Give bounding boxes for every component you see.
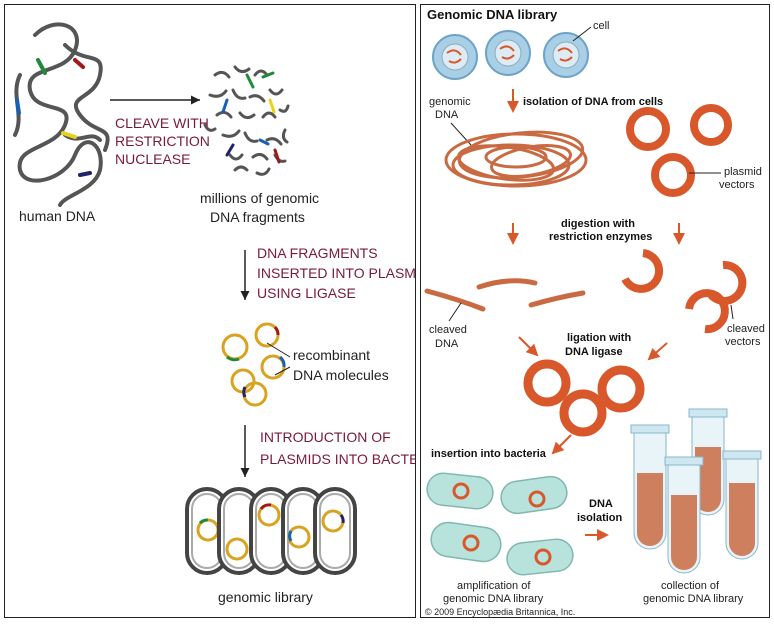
recombinant-line2: DNA molecules (293, 367, 389, 383)
digestion-line1: digestion with (561, 218, 635, 230)
human-dna-strand (13, 22, 110, 207)
plasmid-line1: plasmid (724, 166, 762, 178)
cleaved-vectors-pointer (730, 304, 734, 320)
recombinant-pointer-1 (266, 342, 291, 358)
recombinant-line1: recombinant (293, 347, 370, 363)
genomic-dna-line2: DNA (435, 109, 459, 121)
arrow-insertion (551, 434, 572, 455)
test-tubes (630, 408, 762, 574)
left-panel: human DNA CLEAVE WITH RESTRICTION NUCLEA… (4, 4, 416, 618)
collection-line2: genomic DNA library (643, 593, 744, 605)
genomic-dna-line1: genomic (429, 96, 471, 108)
left-diagram: human DNA CLEAVE WITH RESTRICTION NUCLEA… (13, 22, 416, 605)
cell-pointer (572, 26, 592, 42)
isolation-label: isolation of DNA from cells (523, 96, 663, 108)
step2-line1: DNA FRAGMENTS (257, 245, 378, 261)
ligation-line1: ligation with (567, 332, 631, 344)
step1-line3: NUCLEASE (115, 151, 190, 167)
arrow-ligation-right (647, 342, 668, 361)
dna-fragments (203, 65, 290, 176)
step2-line3: USING LIGASE (257, 285, 356, 301)
right-title: Genomic DNA library (427, 7, 558, 22)
fragments-line2: DNA fragments (210, 209, 305, 225)
amplification-line2: genomic DNA library (443, 593, 544, 605)
dna-isolation-line1: DNA (589, 498, 613, 510)
right-panel: Genomic DNA library cell isolation of DN… (420, 4, 770, 618)
cleaved-vectors (621, 249, 747, 334)
plasmid-line2: vectors (719, 179, 755, 191)
step3-line1: INTRODUCTION OF (260, 429, 391, 445)
recombinant-rings (523, 359, 645, 437)
bacteria (426, 472, 574, 576)
dna-isolation-line2: isolation (577, 512, 623, 524)
cleaved-dna-line1: cleaved (429, 324, 467, 336)
step3-line2: PLASMIDS INTO BACTERIA (260, 451, 416, 467)
ligation-line2: DNA ligase (565, 346, 623, 358)
step2-line2: INSERTED INTO PLASMIDS (257, 265, 416, 281)
recombinant-pointer-2 (274, 366, 291, 376)
step1-line2: RESTRICTION (115, 133, 210, 149)
human-dna-label: human DNA (19, 208, 96, 224)
fragments-line1: millions of genomic (200, 190, 319, 206)
genomic-library-label: genomic library (218, 589, 313, 605)
plasmid-vectors (626, 104, 732, 197)
copyright: © 2009 Encyclopædia Britannica, Inc. (425, 607, 575, 617)
genomic-library-bacteria (185, 487, 357, 575)
cleaved-dna (424, 278, 586, 312)
recombinant-plasmids (221, 322, 286, 407)
cleaved-dna-line2: DNA (435, 338, 459, 350)
genomic-dna-tangle (444, 130, 588, 188)
cleaved-vectors-line2: vectors (725, 336, 761, 348)
cells (432, 30, 589, 80)
collection-line1: collection of (661, 580, 720, 592)
cleaved-dna-pointer (448, 302, 462, 322)
amplification-line1: amplification of (457, 580, 531, 592)
right-diagram: Genomic DNA library cell isolation of DN… (424, 7, 765, 617)
arrow-ligation-left (518, 336, 539, 357)
cleaved-vectors-line1: cleaved (727, 323, 765, 335)
cell-label: cell (593, 20, 610, 32)
insertion-label: insertion into bacteria (431, 448, 547, 460)
digestion-line2: restriction enzymes (549, 231, 652, 243)
step1-line1: CLEAVE WITH (115, 115, 209, 131)
